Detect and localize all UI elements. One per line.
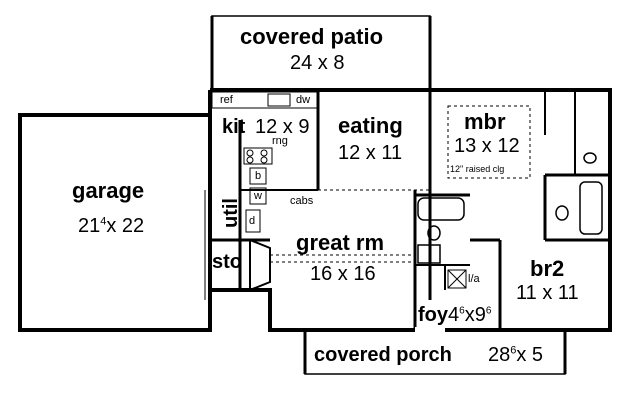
mbr-name: mbr (464, 109, 506, 134)
cabs-label: cabs (290, 195, 314, 207)
kit-dim: 12 x 9 (255, 116, 310, 138)
rng-label: rng (272, 135, 288, 147)
mbr-dim: 13 x 12 (454, 135, 520, 157)
eating-dim: 12 x 11 (338, 142, 403, 164)
great-rm-name: great rm (296, 230, 385, 255)
dw-label: dw (296, 94, 311, 106)
ref-label: ref (220, 94, 233, 106)
la-label: l/a (468, 273, 480, 285)
appliance-w (249, 187, 267, 205)
covered-patio-dim: 24 x 8 (290, 52, 345, 74)
master-tub (579, 181, 603, 235)
burner (246, 156, 254, 164)
garage-dim: 214x 22 (78, 215, 145, 237)
water-heater (447, 269, 467, 289)
kitchen-sink (267, 93, 291, 107)
toilet (427, 225, 441, 241)
kitchen-upper-counter (211, 91, 319, 109)
covered-porch-dim: 286x 5 (488, 344, 544, 366)
appliance-d (245, 209, 261, 233)
eating-name: eating (338, 113, 403, 138)
sto-name: sto (212, 251, 242, 273)
burner (260, 149, 268, 157)
fireplace (249, 238, 271, 292)
kitchen-range (243, 147, 273, 165)
mbr-raised-ceiling (447, 105, 531, 179)
great-rm-dim: 16 x 16 (310, 263, 376, 285)
garage-name: garage (72, 178, 145, 203)
br2-dim: 11 x 11 (516, 282, 579, 304)
covered-porch-name: covered porch (314, 344, 452, 366)
master-sink (583, 152, 597, 164)
garage-wall (18, 113, 212, 332)
kit-name: kit (222, 116, 246, 138)
master-toilet (555, 205, 569, 221)
vanity (417, 244, 441, 264)
foy-label: foy46x96 (418, 304, 492, 326)
burner (260, 156, 268, 164)
br2-name: br2 (530, 256, 565, 281)
burner (246, 149, 254, 157)
util-name: util (220, 198, 242, 228)
bathtub (417, 197, 465, 221)
covered-patio-name: covered patio (240, 24, 384, 49)
appliance-b (249, 167, 267, 185)
w-label: w (254, 190, 262, 202)
b-label: b (255, 170, 262, 182)
mbr-note: 12" raised clg (450, 164, 505, 174)
d-label: d (249, 215, 256, 227)
